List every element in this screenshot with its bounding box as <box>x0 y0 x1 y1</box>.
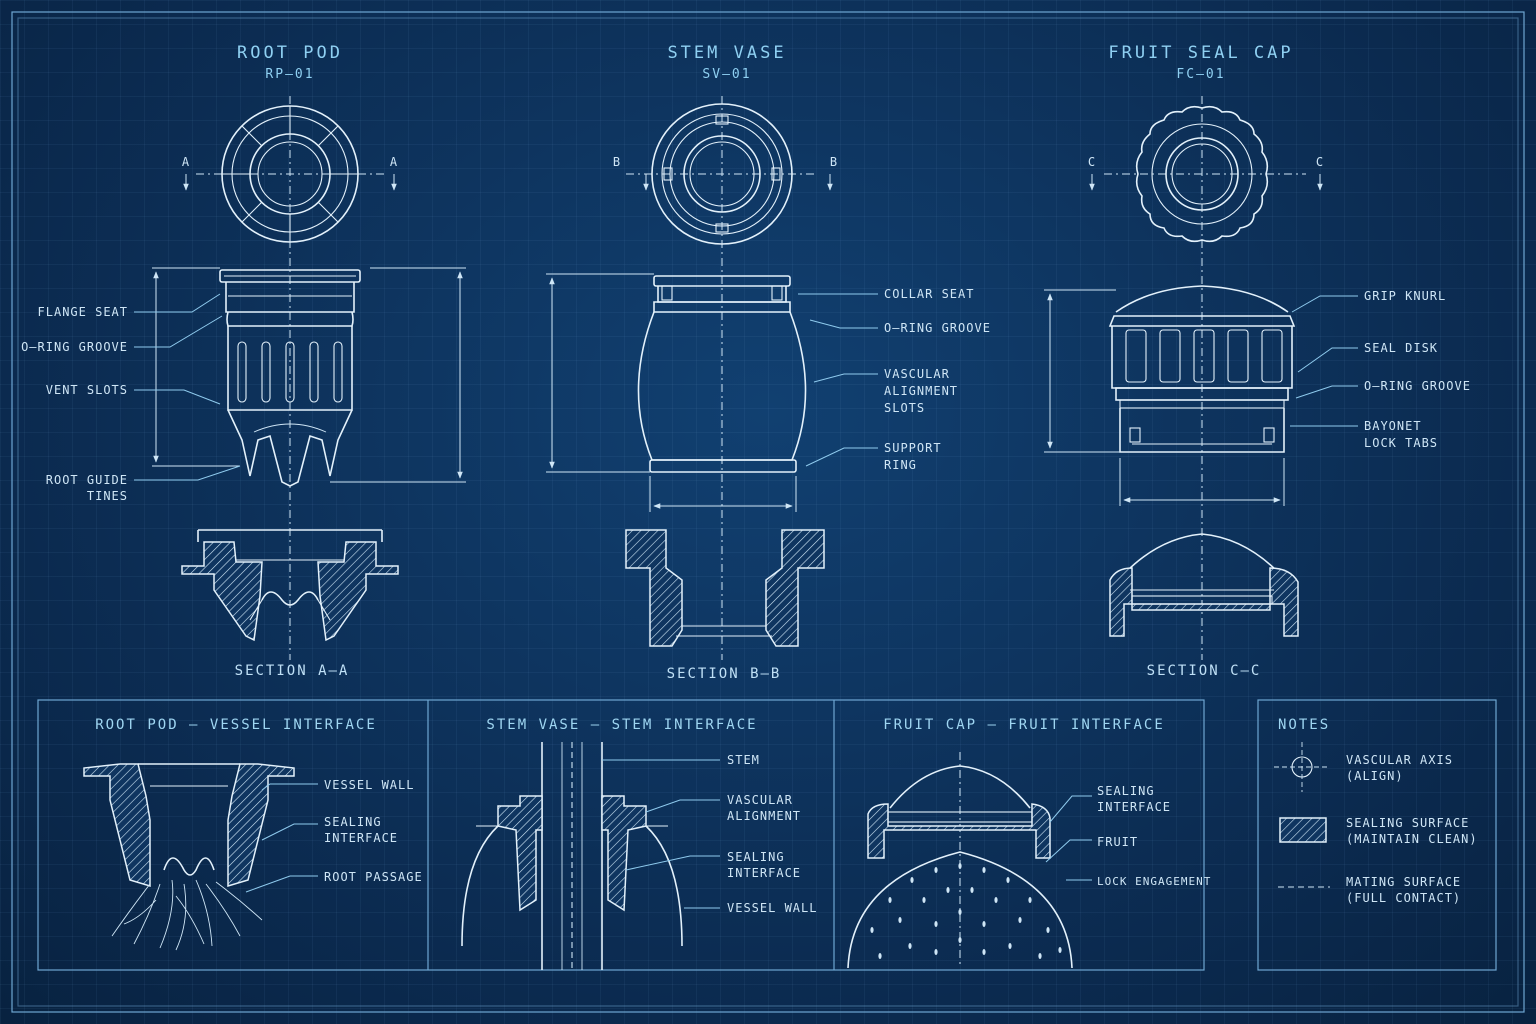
cut-a-left: A <box>182 155 190 169</box>
note-vascular-axis: VASCULAR AXIS <box>1346 753 1453 767</box>
crosshair-icon <box>1274 742 1330 792</box>
label-collar-seat: COLLAR SEAT <box>884 287 974 301</box>
outer-border <box>11 11 1525 1013</box>
note-sealing-surface: SEALING SURFACE <box>1346 816 1469 830</box>
interface-panels-frame <box>37 699 1205 971</box>
cut-c-left: C <box>1088 155 1096 169</box>
root-pod-section <box>181 529 399 642</box>
label-alignment: ALIGNMENT <box>884 384 958 398</box>
label-root-passage: ROOT PASSAGE <box>324 870 423 884</box>
fruit-cap-code: FC–01 <box>1176 67 1225 82</box>
inner-border <box>17 17 1519 1007</box>
root-pod-interface-drawing <box>83 763 295 951</box>
label-fruit: FRUIT <box>1097 835 1138 849</box>
panel-fruit-cap-title: FRUIT CAP – FRUIT INTERFACE <box>883 717 1165 733</box>
section-b-b: SECTION B–B <box>667 666 782 682</box>
section-a-a: SECTION A–A <box>235 663 350 679</box>
section-c-c: SECTION C–C <box>1147 663 1262 679</box>
notes-title: NOTES <box>1278 717 1330 733</box>
fruit-cap-interface-drawing <box>847 752 1073 969</box>
hatched-box-icon <box>1279 817 1327 843</box>
label-sealing-2: SEALING <box>727 850 785 864</box>
label-vessel-wall-2: VESSEL WALL <box>727 901 817 915</box>
label-o-ring-groove-sv: O–RING GROOVE <box>884 321 991 335</box>
note-mating-surface: MATING SURFACE <box>1346 875 1461 889</box>
stem-vase-interface-drawing <box>461 742 683 970</box>
label-tines: TINES <box>87 489 128 503</box>
label-o-ring-groove-rp: O–RING GROOVE <box>21 340 128 354</box>
stem-vase-title: STEM VASE <box>667 43 786 63</box>
label-seal-disk: SEAL DISK <box>1364 341 1438 355</box>
fruit-cap-section <box>1109 533 1299 637</box>
label-sealing-1: SEALING <box>324 815 382 829</box>
label-grip-knurl: GRIP KNURL <box>1364 289 1446 303</box>
cut-a-right: A <box>390 155 398 169</box>
root-pod-elevation <box>219 269 361 487</box>
cut-b-right: B <box>830 155 838 169</box>
cut-b-left: B <box>613 155 621 169</box>
stem-vase-section <box>625 529 825 647</box>
label-flange-seat: FLANGE SEAT <box>38 305 128 319</box>
root-pod-top-view <box>196 96 384 660</box>
label-lock-tabs: LOCK TABS <box>1364 436 1438 450</box>
label-vessel-wall-1: VESSEL WALL <box>324 778 414 792</box>
fruit-cap-title: FRUIT SEAL CAP <box>1108 43 1293 63</box>
stem-vase-elevation <box>637 275 807 473</box>
notes-panel <box>1257 699 1497 971</box>
label-root-guide: ROOT GUIDE <box>46 473 128 487</box>
label-lock-engagement: LOCK ENGAGEMENT <box>1097 875 1211 888</box>
root-pod-code: RP–01 <box>265 67 314 82</box>
label-interface-2: INTERFACE <box>727 866 801 880</box>
fruit-cap-elevation <box>1108 285 1296 453</box>
label-interface-1: INTERFACE <box>324 831 398 845</box>
panel-root-pod-title: ROOT POD – VESSEL INTERFACE <box>95 717 377 733</box>
stem-vase-code: SV–01 <box>702 67 751 82</box>
note-maintain-clean: (MAINTAIN CLEAN) <box>1346 832 1478 846</box>
label-vascular: VASCULAR <box>884 367 950 381</box>
panel-stem-vase-title: STEM VASE – STEM INTERFACE <box>486 717 757 733</box>
root-pod-title: ROOT POD <box>237 43 343 63</box>
note-full-contact: (FULL CONTACT) <box>1346 891 1461 905</box>
label-alignment-2: ALIGNMENT <box>727 809 801 823</box>
label-bayonet: BAYONET <box>1364 419 1422 433</box>
label-ring: RING <box>884 458 917 472</box>
label-support: SUPPORT <box>884 441 942 455</box>
label-interface-3: INTERFACE <box>1097 800 1171 814</box>
label-slots: SLOTS <box>884 401 925 415</box>
label-o-ring-groove-fc: O–RING GROOVE <box>1364 379 1471 393</box>
label-stem: STEM <box>727 753 760 767</box>
cut-c-right: C <box>1316 155 1324 169</box>
label-vascular-2: VASCULAR <box>727 793 793 807</box>
note-align: (ALIGN) <box>1346 769 1404 783</box>
fruit-cap-top-view <box>1104 96 1306 660</box>
stem-vase-top-view <box>626 96 818 660</box>
label-sealing-3: SEALING <box>1097 784 1155 798</box>
label-vent-slots: VENT SLOTS <box>46 383 128 397</box>
